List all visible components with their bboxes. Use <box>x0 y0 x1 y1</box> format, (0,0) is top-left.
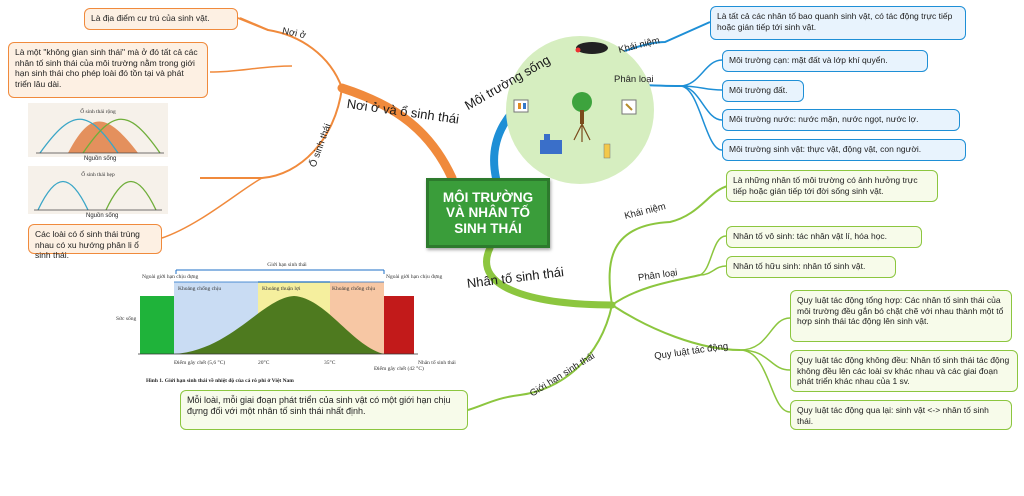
central-topic: MÔI TRƯỜNG VÀ NHÂN TỐ SINH THÁI <box>426 178 550 248</box>
noi-o-definition: Là địa điểm cư trú của sinh vật. <box>84 8 238 30</box>
limit-caption: Hình 1. Giới hạn sinh thái về nhiệt độ c… <box>146 377 294 384</box>
center-line-2: VÀ NHÂN TỐ <box>446 205 530 221</box>
green-to-l1 <box>739 317 791 351</box>
nhan-to-law-3: Quy luật tác động qua lại: sinh vật <-> … <box>790 400 1012 430</box>
o-sinh-thai-definition: Là một "không gian sinh thái" mà ở đó tấ… <box>8 42 208 98</box>
moi-truong-type-3: Môi trường nước: nước mặn, nước ngọt, nư… <box>722 109 960 131</box>
orange-to-def <box>237 17 269 31</box>
green-quy-luat <box>611 304 741 351</box>
orange-sub-noi-o <box>239 17 343 89</box>
moi-truong-definition: Là tất cả các nhân tố bao quanh sinh vật… <box>710 6 966 40</box>
green-main-branch <box>483 244 616 309</box>
niche-chart-wide: Ổ sinh thái rộng <box>28 103 168 157</box>
orange-sub-o-sinh-thai <box>200 87 343 179</box>
moi-truong-type-2: Môi trường đất. <box>722 80 804 102</box>
niche-narrow-title: Ổ sinh thái hẹp <box>81 170 115 178</box>
low-point-label: Điểm gây chết (5,6 °C) <box>174 359 225 366</box>
green-khai-niem <box>608 185 729 306</box>
center-line-3: SINH THÁI <box>454 220 522 236</box>
high-point-label: Điểm gây chết (42 °C) <box>374 365 424 372</box>
orange-to-o-def <box>209 65 293 73</box>
ecological-limit-diagram: Giới hạn sinh thái Ngoài giới hạn chịu đ… <box>116 262 456 384</box>
x-axis-label: Nhân tố sinh thái <box>418 359 456 366</box>
center-line-1: MÔI TRƯỜNG <box>442 189 534 205</box>
o-sinh-thai-note: Các loài có ổ sinh thái trùng nhau có xu… <box>28 224 162 260</box>
nhan-to-type-1: Nhân tố vô sinh: tác nhân vật lí, hóa họ… <box>726 226 922 248</box>
green-to-l3 <box>739 349 791 413</box>
green-to-p1 <box>699 235 727 276</box>
niche-chart-narrow: Ổ sinh thái hẹp <box>28 166 168 214</box>
green-phan-loai <box>611 274 701 306</box>
nhan-to-definition: Là những nhân tố môi trường có ảnh hưởng… <box>726 170 938 202</box>
orange-main-branch <box>337 83 457 183</box>
left-limit-label: Ngoài giới hạn chịu đựng <box>142 274 199 280</box>
moi-truong-type-4: Môi trường sinh vật: thực vật, động vật,… <box>722 139 966 161</box>
tick-20: 20°C <box>258 359 270 366</box>
niche-narrow-axis: Nguồn sống <box>86 213 119 219</box>
blue-to-t1 <box>679 59 723 87</box>
niche-wide-title: Ổ sinh thái rộng <box>80 107 116 115</box>
y-axis-label: Sức sống <box>116 315 136 322</box>
green-to-p2 <box>699 265 727 276</box>
limit-top-label: Giới hạn sinh thái <box>267 262 307 268</box>
nhan-to-type-2: Nhân tố hữu sinh: nhân tố sinh vật. <box>726 256 896 278</box>
blue-phan-loai-label: Phân loại <box>614 74 654 85</box>
green-to-l2 <box>739 349 791 371</box>
moi-truong-type-1: Môi trường cạn: mặt đất và lớp khí quyển… <box>722 50 928 72</box>
zone-left-label: Khoảng chống chịu <box>178 285 221 292</box>
nhan-to-law-2: Quy luật tác động không đều: Nhân tố sin… <box>790 350 1018 392</box>
zone-mid-label: Khoảng thuận lợi <box>262 286 301 292</box>
orange-to-o-note <box>161 177 263 239</box>
tick-35: 35°C <box>324 359 336 366</box>
right-limit-label: Ngoài giới hạn chịu đựng <box>386 274 443 280</box>
green-gioi-han <box>467 304 613 411</box>
niche-wide-axis: Nguồn sống <box>84 156 117 162</box>
nhan-to-law-1: Quy luật tác động tổng hợp: Các nhân tố … <box>790 290 1012 342</box>
zone-right-label: Khoảng chống chịu <box>332 285 375 292</box>
blue-to-t4 <box>679 85 723 151</box>
environment-illustration <box>506 36 654 184</box>
gioi-han-definition: Mỗi loài, mỗi giai đoạn phát triển của s… <box>180 390 468 430</box>
